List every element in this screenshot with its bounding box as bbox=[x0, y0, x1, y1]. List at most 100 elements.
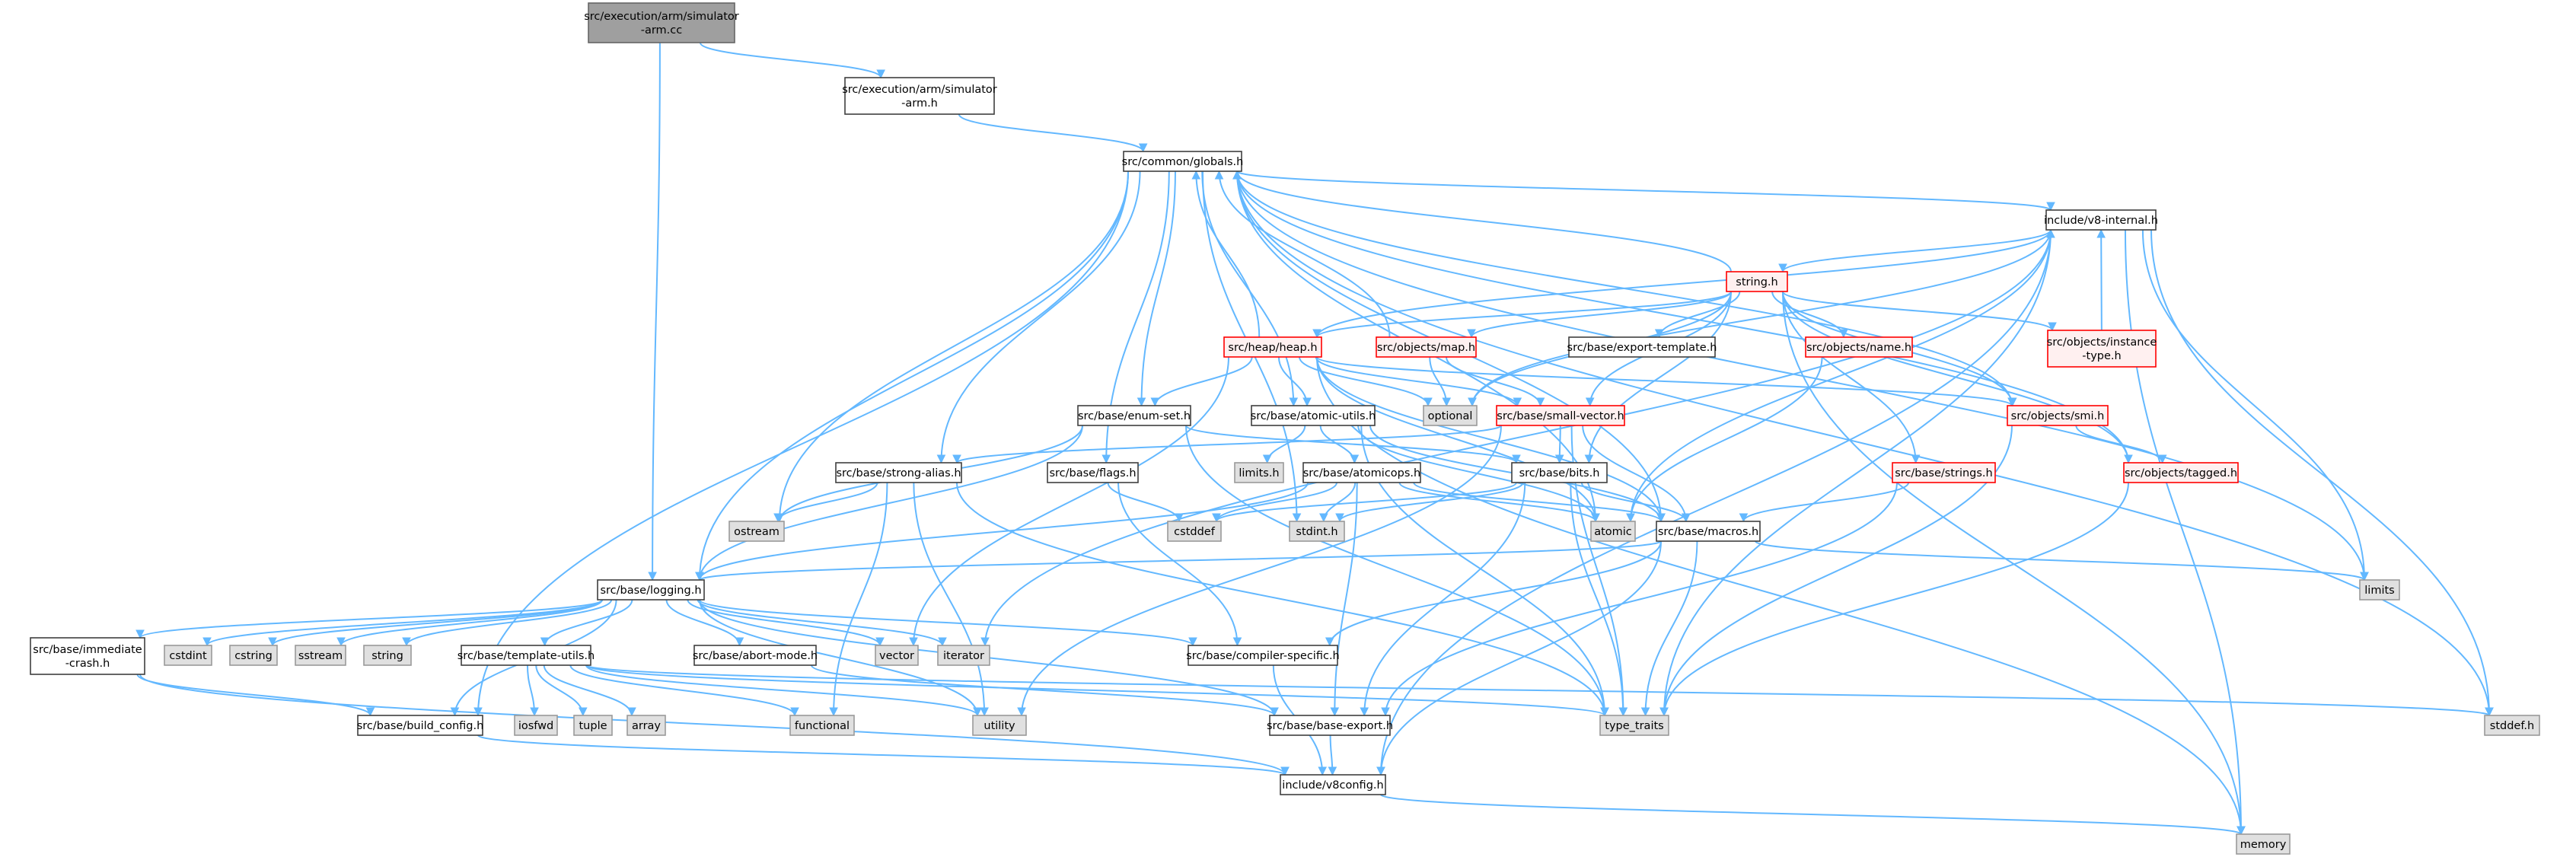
node-array[interactable]: array bbox=[626, 715, 666, 736]
node-immcrash[interactable]: src/base/immediate-crash.h bbox=[30, 637, 145, 675]
node-iosfwd[interactable]: iosfwd bbox=[514, 715, 558, 736]
node-limits[interactable]: limits bbox=[2359, 579, 2400, 601]
node-box bbox=[461, 645, 591, 666]
node-smallvec[interactable]: src/base/small-vector.h bbox=[1496, 405, 1625, 426]
arrowhead bbox=[1911, 454, 1921, 464]
node-buildconfig[interactable]: src/base/build_config.h bbox=[357, 715, 484, 736]
edge-objmap-to-globals bbox=[1218, 170, 1391, 338]
node-label: src/base/base-export.h bbox=[1267, 720, 1393, 732]
arrowhead bbox=[1381, 707, 1390, 717]
node-strings[interactable]: src/base/strings.h bbox=[1892, 462, 1996, 483]
node-limits_h[interactable]: limits.h bbox=[1234, 462, 1284, 483]
arrowhead bbox=[952, 454, 961, 464]
arrowhead bbox=[336, 637, 346, 647]
node-label: -crash.h bbox=[65, 658, 110, 670]
node-utility[interactable]: utility bbox=[972, 715, 1027, 736]
arrowhead bbox=[1512, 454, 1521, 464]
node-label: src/base/macros.h bbox=[1658, 526, 1758, 538]
node-flags[interactable]: src/base/flags.h bbox=[1047, 462, 1139, 483]
arrowhead bbox=[973, 707, 982, 717]
node-box bbox=[728, 521, 785, 542]
arrowhead bbox=[1513, 397, 1522, 407]
node-label: src/objects/name.h bbox=[1806, 342, 1911, 354]
arrowhead bbox=[1289, 397, 1299, 407]
node-optional[interactable]: optional bbox=[1423, 405, 1478, 426]
node-objmap[interactable]: src/objects/map.h bbox=[1376, 336, 1477, 358]
edge-sim_h-to-globals bbox=[958, 113, 1144, 152]
node-label: src/base/atomic-utils.h bbox=[1251, 410, 1376, 422]
node-label: memory bbox=[2240, 839, 2287, 851]
arrowhead bbox=[938, 637, 947, 647]
node-cstdint[interactable]: cstdint bbox=[164, 645, 212, 666]
node-box bbox=[1123, 151, 1242, 172]
arrowhead bbox=[1328, 766, 1337, 776]
edge-string_h-to-insttype bbox=[1782, 291, 2053, 331]
node-label: src/base/flags.h bbox=[1049, 467, 1136, 479]
node-box bbox=[1269, 715, 1391, 736]
node-label: src/base/strings.h bbox=[1895, 467, 1992, 479]
edge-macros-to-compspec bbox=[1328, 540, 1662, 646]
edge-atomicops-to-macros bbox=[1413, 482, 1662, 522]
node-abortmode[interactable]: src/base/abort-mode.h bbox=[693, 645, 818, 666]
node-vector[interactable]: vector bbox=[875, 645, 919, 666]
node-smi[interactable]: src/objects/smi.h bbox=[2007, 405, 2109, 426]
node-cstring[interactable]: cstring bbox=[229, 645, 278, 666]
node-logging[interactable]: src/base/logging.h bbox=[597, 579, 705, 601]
node-enumset[interactable]: src/base/enum-set.h bbox=[1077, 405, 1191, 426]
edge-stralias-to-typetraits bbox=[956, 482, 1605, 716]
edge-atomicutils-to-limits_h bbox=[1266, 425, 1306, 464]
node-memory[interactable]: memory bbox=[2236, 833, 2291, 855]
node-stdint[interactable]: stdint.h bbox=[1289, 521, 1345, 542]
node-label: include/v8config.h bbox=[1282, 779, 1383, 792]
node-tagged[interactable]: src/objects/tagged.h bbox=[2123, 462, 2239, 483]
node-globals[interactable]: src/common/globals.h bbox=[1122, 151, 1244, 172]
node-atomicops[interactable]: src/base/atomicops.h bbox=[1302, 462, 1421, 483]
node-objname[interactable]: src/objects/name.h bbox=[1805, 336, 1913, 358]
arrowhead bbox=[1350, 454, 1360, 464]
node-box bbox=[1568, 336, 1716, 358]
node-box bbox=[2047, 330, 2157, 368]
arrowhead bbox=[1640, 707, 1650, 717]
node-box bbox=[1726, 271, 1788, 292]
node-tuple[interactable]: tuple bbox=[573, 715, 613, 736]
node-v8internal[interactable]: include/v8-internal.h bbox=[2044, 209, 2158, 231]
node-box bbox=[1302, 462, 1421, 483]
node-iterator[interactable]: iterator bbox=[937, 645, 990, 666]
edge-logging-to-iterator bbox=[697, 599, 943, 646]
node-label: src/heap/heap.h bbox=[1228, 342, 1317, 354]
arrowhead bbox=[1325, 637, 1334, 647]
node-typetraits[interactable]: type_traits bbox=[1599, 715, 1669, 736]
node-label: src/objects/instance bbox=[2047, 336, 2157, 349]
node-cstddef[interactable]: cstddef bbox=[1167, 521, 1222, 542]
node-insttype[interactable]: src/objects/instance-type.h bbox=[2047, 330, 2157, 368]
node-sim_cc[interactable]: src/execution/arm/simulator-arm.cc bbox=[584, 2, 739, 43]
node-atomicutils[interactable]: src/base/atomic-utils.h bbox=[1251, 405, 1376, 426]
node-atomic[interactable]: atomic bbox=[1590, 521, 1636, 542]
node-functional[interactable]: functional bbox=[789, 715, 855, 736]
node-sim_h[interactable]: src/execution/arm/simulator-arm.h bbox=[842, 77, 997, 115]
node-stralias[interactable]: src/base/strong-alias.h bbox=[835, 462, 962, 483]
node-label: src/base/build_config.h bbox=[357, 720, 484, 732]
node-string[interactable]: string bbox=[363, 645, 412, 666]
edge-string_h-to-strings bbox=[1782, 291, 1917, 464]
edge-enumset-to-bits bbox=[1185, 425, 1517, 464]
node-macros[interactable]: src/base/macros.h bbox=[1656, 521, 1761, 542]
node-v8config[interactable]: include/v8config.h bbox=[1280, 774, 1386, 795]
node-compspec[interactable]: src/base/compiler-specific.h bbox=[1186, 645, 1340, 666]
node-exporttpl[interactable]: src/base/export-template.h bbox=[1567, 336, 1717, 358]
arrowhead bbox=[695, 572, 704, 581]
node-baseexport[interactable]: src/base/base-export.h bbox=[1267, 715, 1393, 736]
node-string_h[interactable]: string.h bbox=[1726, 271, 1788, 292]
arrowhead bbox=[909, 637, 918, 647]
node-bits[interactable]: src/base/bits.h bbox=[1511, 462, 1608, 483]
node-box bbox=[693, 645, 817, 666]
edge-bits-to-macros bbox=[1580, 482, 1687, 522]
node-tplutils[interactable]: src/base/template-utils.h bbox=[457, 645, 595, 666]
node-ostream[interactable]: ostream bbox=[728, 521, 785, 542]
node-stddef[interactable]: stddef.h bbox=[2484, 715, 2540, 736]
arrowhead bbox=[1584, 454, 1594, 464]
node-heap[interactable]: src/heap/heap.h bbox=[1223, 336, 1322, 358]
arrowhead bbox=[365, 707, 375, 717]
arrowhead bbox=[829, 707, 838, 717]
node-sstream[interactable]: sstream bbox=[295, 645, 346, 666]
